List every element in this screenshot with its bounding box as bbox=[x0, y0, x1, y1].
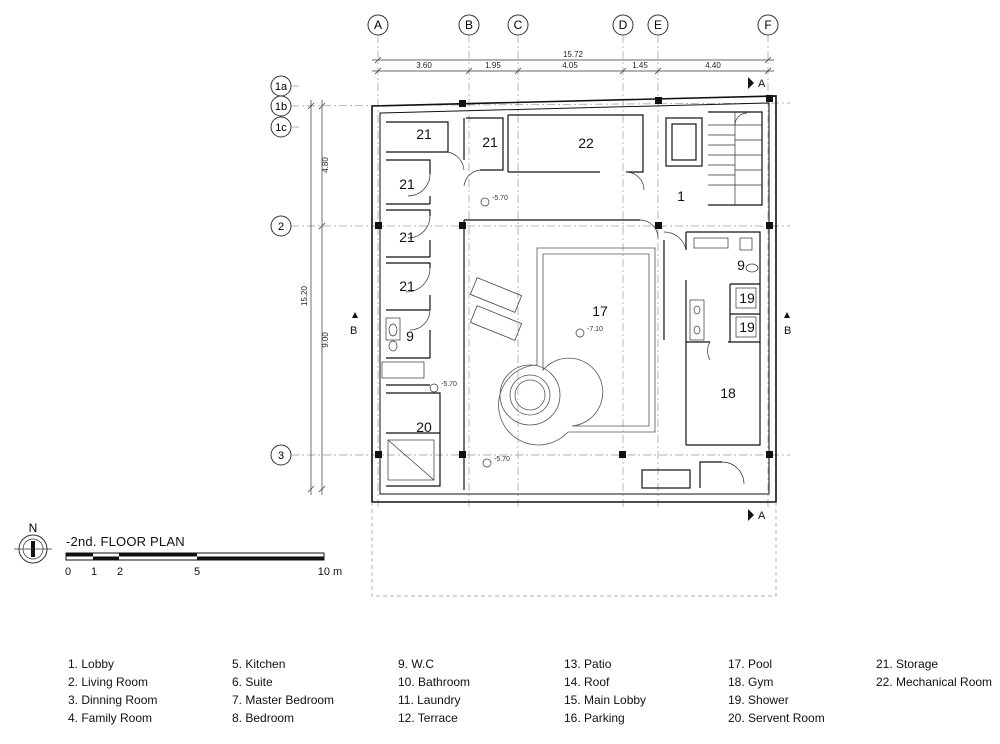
room-shower-2: 19 bbox=[739, 319, 755, 335]
grid-col-b: B bbox=[465, 18, 473, 32]
room-lobby: 1 bbox=[677, 188, 685, 204]
grid-row-2: 2 bbox=[278, 221, 284, 233]
legend-item: 14. Roof bbox=[564, 675, 610, 689]
pool bbox=[498, 247, 656, 446]
room-storage-4: 21 bbox=[399, 229, 415, 245]
room-shower-1: 19 bbox=[739, 290, 755, 306]
legend-item: 6. Suite bbox=[232, 675, 273, 689]
grid-col-a: A bbox=[374, 18, 382, 32]
floor-plan-drawing: A B C D E F 15.72 3.60 1.95 4.05 1.45 4.… bbox=[14, 14, 791, 597]
room-servent: 20 bbox=[416, 419, 432, 435]
legend-item: 18. Gym bbox=[728, 675, 774, 689]
plan-title: -2nd. FLOOR PLAN bbox=[66, 534, 185, 549]
grid-row-1c: 1c bbox=[275, 122, 287, 134]
plumbing-fixtures bbox=[381, 237, 759, 481]
scale-label-1: 1 bbox=[91, 566, 97, 578]
structural-columns bbox=[375, 95, 773, 458]
scale-bar: 0 1 2 5 10 m bbox=[65, 552, 342, 578]
dim-left-seg-1: 4.80 bbox=[321, 157, 330, 173]
legend-item: 4. Family Room bbox=[68, 711, 153, 725]
legend-column-3: 9. W.C 10. Bathroom 11. Laundry 12. Terr… bbox=[398, 655, 470, 727]
legend-item: 3. Dinning Room bbox=[68, 693, 158, 707]
room-gym: 18 bbox=[720, 385, 736, 401]
grid-col-f: F bbox=[764, 18, 771, 32]
scale-label-5: 5 bbox=[194, 566, 200, 578]
room-wc-right: 9 bbox=[737, 257, 745, 273]
dim-seg-5: 4.40 bbox=[705, 61, 721, 70]
room-storage-2: 21 bbox=[482, 134, 498, 150]
grid-row-3: 3 bbox=[278, 450, 284, 462]
level-markers: -5.70 -5.70 -7.10 -5.70 bbox=[429, 195, 603, 468]
legend-column-1: 1. Lobby 2. Living Room 3. Dinning Room … bbox=[68, 655, 157, 727]
dim-overall-height: 15.20 bbox=[300, 285, 309, 306]
section-markers: A A B B bbox=[350, 77, 791, 522]
scale-label-10: 10 m bbox=[318, 566, 342, 578]
level-3: -7.10 bbox=[587, 326, 603, 333]
legend-item: 11. Laundry bbox=[398, 693, 461, 707]
legend-column-4: 13. Patio 14. Roof 15. Main Lobby 16. Pa… bbox=[564, 655, 646, 727]
legend-item: 17. Pool bbox=[728, 657, 773, 671]
section-a-bottom: A bbox=[758, 510, 766, 522]
room-storage-3: 21 bbox=[399, 176, 415, 192]
legend-item: 12. Terrace bbox=[398, 711, 458, 725]
legend-item: 2. Living Room bbox=[68, 675, 149, 689]
legend-column-2: 5. Kitchen 6. Suite 7. Master Bedroom 8.… bbox=[232, 655, 334, 727]
legend-item: 21. Storage bbox=[876, 657, 939, 671]
column-grid-lines bbox=[377, 35, 769, 510]
level-4: -5.70 bbox=[494, 456, 510, 463]
legend-item: 16. Parking bbox=[564, 711, 625, 725]
row-grid-bubbles: 1a 1b 1c 2 3 bbox=[270, 75, 292, 466]
dim-seg-1: 3.60 bbox=[416, 61, 432, 70]
room-wc-left: 9 bbox=[406, 328, 414, 344]
section-b-right: B bbox=[784, 325, 791, 337]
grid-col-e: E bbox=[654, 18, 662, 32]
interior-walls bbox=[386, 111, 763, 490]
legend-item: 22. Mechanical Room bbox=[876, 675, 993, 689]
legend-item: 20. Servent Room bbox=[728, 711, 825, 725]
dim-left-seg-2: 9.00 bbox=[321, 332, 330, 348]
door-swings bbox=[405, 151, 745, 485]
building-outline bbox=[371, 95, 777, 597]
room-labels: 21 21 22 21 21 21 1 9 9 17 19 19 18 20 bbox=[399, 126, 755, 435]
level-1: -5.70 bbox=[492, 195, 508, 202]
grid-col-c: C bbox=[514, 18, 523, 32]
legend-item: 15. Main Lobby bbox=[564, 693, 647, 707]
dim-seg-2: 1.95 bbox=[485, 61, 501, 70]
level-2: -5.70 bbox=[441, 381, 457, 388]
left-dimensions bbox=[307, 100, 326, 495]
dim-seg-4: 1.45 bbox=[632, 61, 648, 70]
grid-row-1a: 1a bbox=[275, 81, 288, 93]
legend-column-5: 17. Pool 18. Gym 19. Shower 20. Servent … bbox=[728, 655, 825, 727]
grid-col-d: D bbox=[619, 18, 628, 32]
section-a-top: A bbox=[758, 78, 766, 90]
column-grid-bubbles: A B C D E F bbox=[367, 14, 779, 36]
legend-item: 10. Bathroom bbox=[398, 675, 471, 689]
dim-seg-3: 4.05 bbox=[562, 61, 578, 70]
top-dimensions bbox=[372, 56, 774, 75]
staircase bbox=[708, 112, 762, 205]
grid-row-1b: 1b bbox=[275, 101, 287, 113]
legend-item: 1. Lobby bbox=[68, 657, 115, 671]
legend-item: 13. Patio bbox=[564, 657, 612, 671]
dim-overall-width: 15.72 bbox=[563, 50, 584, 59]
legend-item: 7. Master Bedroom bbox=[232, 693, 335, 707]
legend-item: 5. Kitchen bbox=[232, 657, 286, 671]
scale-label-0: 0 bbox=[65, 566, 71, 578]
room-legend: 1. Lobby 2. Living Room 3. Dinning Room … bbox=[0, 655, 1000, 735]
row-grid-lines bbox=[290, 85, 791, 456]
scale-label-2: 2 bbox=[117, 566, 123, 578]
room-storage-1: 21 bbox=[416, 126, 432, 142]
sun-loungers bbox=[469, 277, 523, 341]
north-label: N bbox=[29, 521, 38, 535]
legend-column-6: 21. Storage 22. Mechanical Room bbox=[876, 655, 992, 691]
legend-item: 19. Shower bbox=[728, 693, 789, 707]
legend-item: 9. W.C bbox=[398, 657, 435, 671]
legend-item: 8. Bedroom bbox=[232, 711, 295, 725]
section-b-left: B bbox=[350, 325, 357, 337]
room-pool: 17 bbox=[592, 303, 608, 319]
room-storage-5: 21 bbox=[399, 278, 415, 294]
room-mechanical: 22 bbox=[578, 135, 594, 151]
north-arrow: N bbox=[14, 521, 52, 564]
